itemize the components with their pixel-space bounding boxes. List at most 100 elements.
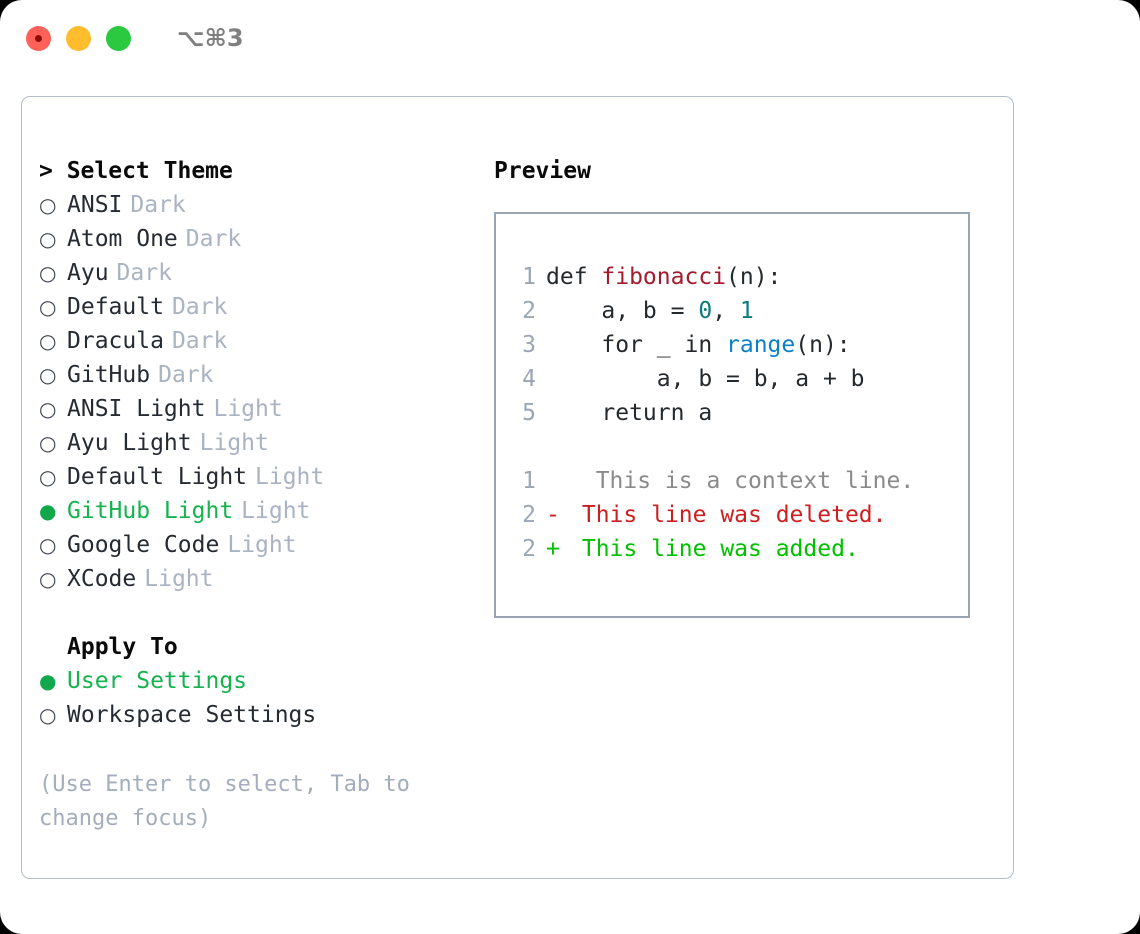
- code-token-plain: def: [546, 264, 602, 290]
- theme-option-ayu-light[interactable]: ○ Ayu Light Light: [39, 426, 486, 460]
- theme-name: Ayu Light: [67, 430, 192, 456]
- theme-kind-badge: Light: [227, 532, 297, 558]
- theme-kind-badge: Light: [199, 430, 269, 456]
- diff-sample: 1 This is a context line.2- This line wa…: [514, 464, 968, 566]
- diff-line-del: 2- This line was deleted.: [514, 498, 968, 532]
- theme-name: Ayu: [67, 260, 109, 286]
- diff-text: This line was added.: [568, 536, 859, 562]
- theme-name: GitHub: [67, 362, 151, 388]
- theme-name: Google Code: [67, 532, 220, 558]
- apply-to-option-user-settings[interactable]: ● User Settings: [39, 664, 486, 698]
- line-number: 2: [522, 536, 536, 562]
- title-bar: ⌥⌘3: [0, 0, 1140, 76]
- radio-unselected-icon: ○: [39, 363, 57, 387]
- theme-option-github[interactable]: ○ GitHub Dark: [39, 358, 486, 392]
- code-token-plain: (n):: [726, 264, 782, 290]
- radio-unselected-icon: ○: [39, 295, 57, 319]
- radio-unselected-icon: ○: [39, 431, 57, 455]
- theme-kind-badge: Light: [241, 498, 311, 524]
- minimize-button[interactable]: [66, 25, 91, 51]
- theme-kind-badge: Light: [213, 396, 283, 422]
- keyboard-hint-text: (Use Enter to select, Tab to change focu…: [39, 772, 424, 831]
- code-token-num: 1: [739, 298, 754, 324]
- apply-to-option-workspace-settings[interactable]: ○Workspace Settings: [39, 698, 486, 732]
- close-button[interactable]: [26, 25, 51, 51]
- diff-line-ctx: 1 This is a context line.: [514, 464, 968, 498]
- code-token-plain: for _ in: [546, 332, 727, 358]
- apply-to-heading: Apply To: [67, 634, 178, 660]
- theme-name: GitHub Light: [67, 498, 234, 524]
- radio-unselected-icon: ○: [39, 193, 57, 217]
- theme-kind-badge: Dark: [116, 260, 172, 286]
- radio-unselected-icon: ○: [39, 329, 57, 353]
- line-number: 2: [522, 298, 536, 324]
- code-line: 3 for _ in range(n):: [514, 328, 968, 362]
- radio-unselected-icon: ○: [39, 397, 57, 421]
- theme-kind-badge: Dark: [185, 226, 242, 252]
- apply-to-label: User Settings: [67, 668, 248, 694]
- diff-sign: +: [546, 536, 560, 562]
- theme-kind-badge: Dark: [130, 192, 186, 218]
- radio-unselected-icon: ○: [39, 227, 57, 251]
- code-line: 4 a, b = b, a + b: [514, 362, 968, 396]
- theme-name: Default Light: [67, 464, 248, 490]
- line-number: 5: [522, 400, 536, 426]
- line-number: 4: [522, 366, 536, 392]
- diff-line-add: 2 + This line was added.: [514, 532, 968, 566]
- radio-selected-icon: ●: [39, 669, 57, 693]
- preview-heading: Preview: [494, 158, 591, 184]
- theme-option-ayu[interactable]: ○ Ayu Dark: [39, 256, 486, 290]
- apply-to-list: ● User Settings ○Workspace Settings: [39, 664, 486, 732]
- radio-unselected-icon: ○: [39, 261, 57, 285]
- theme-option-ansi-light[interactable]: ○ ANSI Light Light: [39, 392, 486, 426]
- code-token-plain: a, b =: [546, 298, 699, 324]
- theme-name: Default: [67, 294, 164, 320]
- diff-sign: -: [546, 502, 560, 528]
- code-diff-spacer: [514, 430, 968, 464]
- code-token-plain: return a: [546, 400, 713, 426]
- radio-unselected-icon: ○: [39, 567, 57, 591]
- code-token-num: 0: [698, 298, 713, 324]
- code-token-plain: (n):: [795, 332, 851, 358]
- theme-option-xcode[interactable]: ○ XCode Light: [39, 562, 486, 596]
- code-line: 1 def fibonacci(n):: [514, 260, 968, 294]
- theme-name: XCode: [67, 566, 137, 592]
- theme-kind-badge: Light: [255, 464, 325, 490]
- theme-kind-badge: Light: [144, 566, 214, 592]
- theme-option-atom-one[interactable]: ○ Atom One Dark: [39, 222, 486, 256]
- code-line: 5 return a: [514, 396, 968, 430]
- theme-name: Dracula: [67, 328, 164, 354]
- diff-text: This is a context line.: [568, 468, 915, 494]
- theme-kind-badge: Dark: [171, 328, 228, 354]
- theme-kind-badge: Dark: [158, 362, 214, 388]
- theme-option-dracula[interactable]: ○ Dracula Dark: [39, 324, 486, 358]
- theme-option-google-code[interactable]: ○ Google Code Light: [39, 528, 486, 562]
- code-token-plain: a, b = b, a + b: [546, 366, 865, 392]
- diff-sign: [546, 464, 568, 498]
- code-line: 2 a, b = 0, 1: [514, 294, 968, 328]
- code-token-fn: fibonacci: [601, 264, 727, 290]
- radio-unselected-icon: ○: [39, 533, 57, 557]
- code-token-plain: ,: [712, 298, 740, 324]
- radio-unselected-icon: ○: [39, 703, 57, 727]
- keyboard-shortcut-label: ⌥⌘3: [177, 24, 244, 52]
- line-number: 1: [522, 264, 536, 290]
- code-token-builtin: range: [726, 332, 796, 358]
- theme-name: Atom One: [67, 226, 178, 252]
- maximize-button[interactable]: [106, 25, 131, 51]
- line-number: 2: [522, 502, 536, 528]
- line-number: 1: [522, 468, 536, 494]
- theme-name: ANSI Light: [67, 396, 206, 422]
- diff-text: This line was deleted.: [568, 502, 887, 528]
